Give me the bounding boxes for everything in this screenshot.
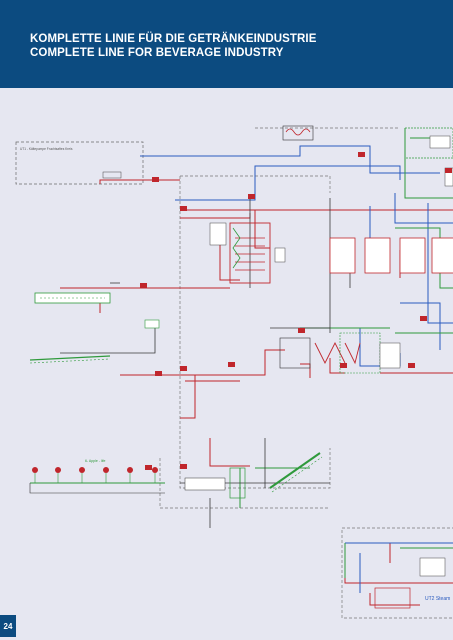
process-diagram-svg: UT1 - Kältepumpe Fruchtsaftes Kreis bbox=[15, 125, 453, 619]
equipment-green-heater bbox=[404, 127, 453, 187]
utility-2-label: UT2 Steam bbox=[425, 596, 450, 602]
utility-box: UT1 - Kältepumpe Fruchtsaftes Kreis bbox=[15, 141, 144, 185]
apple-line-label: 6- Apple - life bbox=[85, 459, 105, 463]
equipment-evaporator bbox=[209, 222, 286, 284]
red-pipelines bbox=[60, 179, 453, 606]
storage-tanks bbox=[329, 237, 453, 274]
process-flow-diagram: UT1 - Kältepumpe Fruchtsaftes Kreis bbox=[0, 88, 453, 640]
green-pipelines bbox=[239, 128, 453, 578]
title-english: COMPLETE LINE FOR BEVERAGE INDUSTRY bbox=[30, 47, 284, 59]
page-number: 24 bbox=[0, 615, 16, 637]
page-header: KOMPLETTE LINIE FÜR DIE GETRÄNKEINDUSTRI… bbox=[0, 0, 453, 88]
equipment-mid-right bbox=[279, 332, 401, 374]
utility-bottom-right: UT2 Steam bbox=[374, 557, 450, 609]
conveyor-left bbox=[29, 292, 160, 364]
equipment-heat-exchanger-top bbox=[282, 125, 314, 141]
inclined-conveyor bbox=[184, 452, 323, 499]
title-german: KOMPLETTE LINIE FÜR DIE GETRÄNKEINDUSTRI… bbox=[30, 33, 317, 45]
apple-intake-line: 6- Apple - life bbox=[29, 459, 165, 494]
utility-box-label: UT1 - Kältepumpe Fruchtsaftes Kreis bbox=[20, 147, 73, 151]
valve-markers bbox=[140, 152, 452, 470]
dashed-frames bbox=[159, 127, 453, 619]
blue-pipelines bbox=[140, 145, 453, 593]
